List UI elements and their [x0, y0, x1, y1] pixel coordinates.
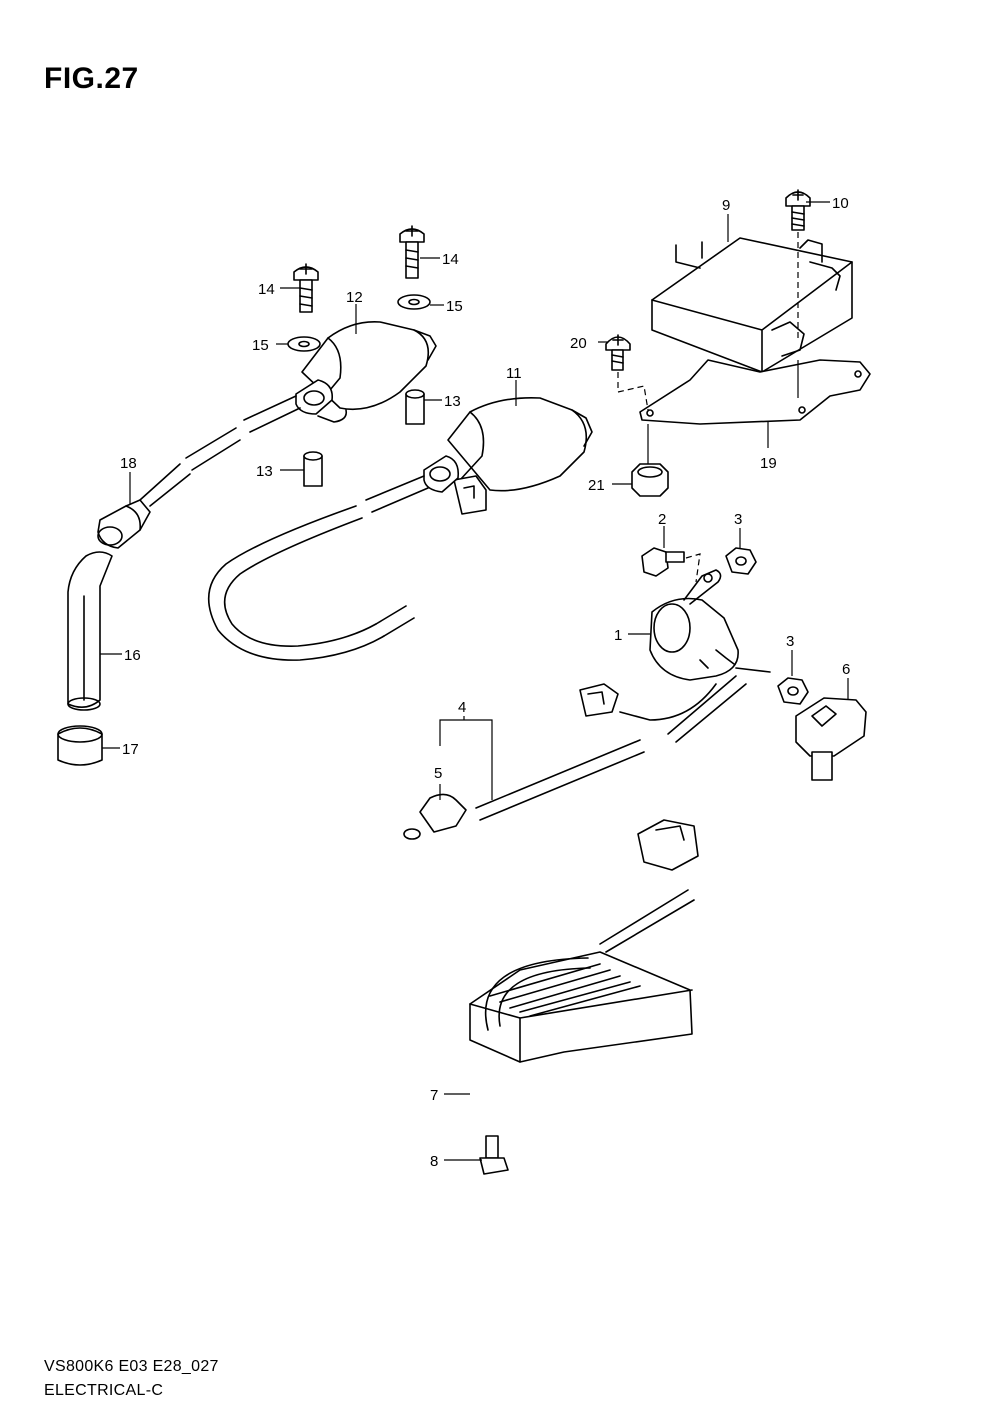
plug-lead-lower	[207, 475, 429, 661]
screw-20-part[interactable]	[605, 334, 631, 371]
callout-21: 21	[588, 477, 605, 494]
ignition-coil-12-boot	[295, 379, 334, 415]
callout-11: 11	[506, 365, 522, 382]
ignition-coil-11-boot	[423, 455, 460, 493]
callout-9: 9	[722, 197, 730, 214]
terminal-5-part[interactable]	[403, 793, 467, 840]
bolt-2-part[interactable]	[641, 547, 685, 577]
nut-3-lower-part[interactable]	[777, 677, 809, 705]
callout-15-left: 15	[252, 337, 269, 354]
spacer-13-right-part[interactable]	[405, 389, 425, 425]
callout-14-upper: 14	[442, 251, 459, 268]
nut-21-part[interactable]	[631, 463, 669, 497]
callout-18: 18	[120, 455, 137, 472]
screw-10-part[interactable]	[785, 189, 811, 231]
callout-3-lower: 3	[786, 633, 794, 650]
figure-title: FIG.27	[44, 62, 139, 95]
plug-lead-upper	[139, 427, 241, 507]
regulator-harness	[484, 819, 699, 1031]
callout-10: 10	[832, 195, 849, 212]
callout-2: 2	[658, 511, 666, 528]
spacer-13-left-part[interactable]	[303, 451, 323, 487]
washer-15-right-part[interactable]	[397, 294, 431, 310]
callout-12: 12	[346, 289, 363, 306]
callout-13-right: 13	[444, 393, 461, 410]
ignition-coil-11-part[interactable]	[447, 396, 593, 515]
igniter-unit-part[interactable]	[651, 237, 853, 373]
callout-13-left: 13	[256, 463, 273, 480]
callout-20: 20	[570, 335, 587, 352]
callout-8: 8	[430, 1153, 438, 1170]
washer-15-left-part[interactable]	[287, 336, 321, 352]
bolt-14-left-part[interactable]	[293, 263, 319, 313]
boot-17-part[interactable]	[57, 725, 103, 766]
callout-1: 1	[614, 627, 622, 644]
nut-3-upper-part[interactable]	[725, 547, 757, 575]
relay-cover-6-part[interactable]	[795, 697, 867, 781]
callout-6: 6	[842, 661, 850, 678]
plug-cap-16-part[interactable]	[67, 551, 113, 711]
section-name: ELECTRICAL-C	[44, 1382, 164, 1399]
callout-7: 7	[430, 1087, 438, 1104]
wire-harness-4-part[interactable]	[475, 667, 771, 821]
callout-16: 16	[124, 647, 141, 664]
callout-14-left: 14	[258, 281, 275, 298]
callout-3-upper: 3	[734, 511, 742, 528]
bolt-8-part[interactable]	[479, 1135, 509, 1175]
callout-15-right: 15	[446, 298, 463, 315]
model-code: VS800K6 E03 E28_027	[44, 1358, 219, 1375]
callout-4: 4	[458, 699, 466, 716]
connector-18-part[interactable]	[97, 499, 151, 549]
callout-5: 5	[434, 765, 442, 782]
callout-19: 19	[760, 455, 777, 472]
ignition-coil-12-part[interactable]	[301, 321, 437, 423]
mounting-bracket-part[interactable]	[639, 359, 871, 425]
bolt-14-upper-part[interactable]	[399, 225, 425, 279]
starter-relay-1-part[interactable]	[649, 569, 739, 681]
callout-17: 17	[122, 741, 139, 758]
